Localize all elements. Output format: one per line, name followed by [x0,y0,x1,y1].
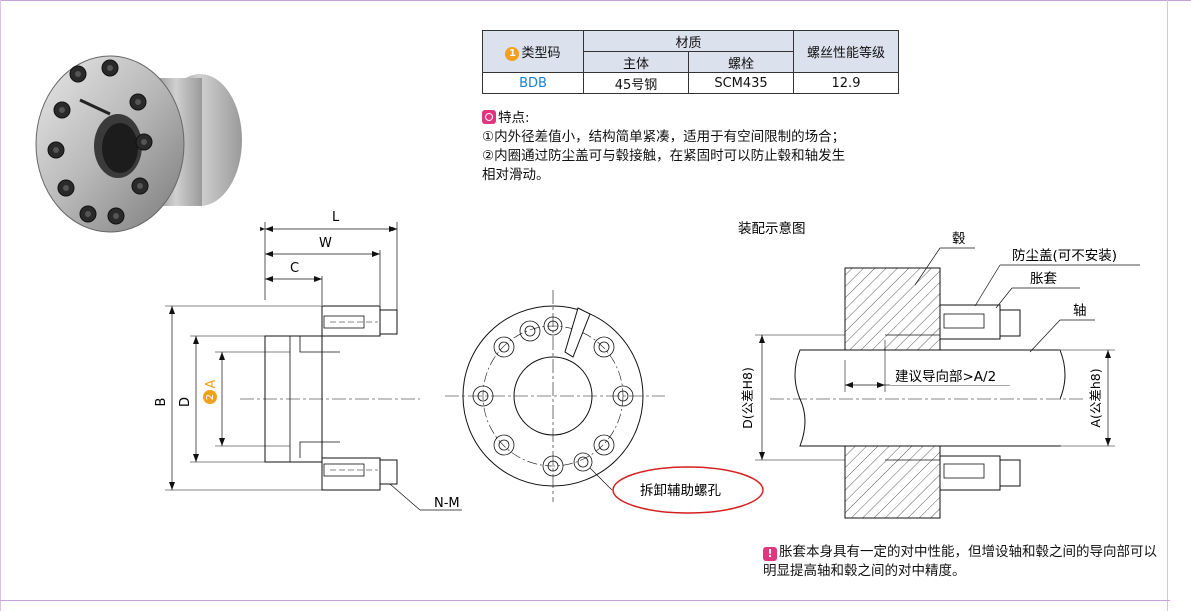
front-view [445,290,665,502]
number-1-badge: 1 [505,47,520,61]
shaft-label: 轴 [1073,303,1087,319]
header-grade: 螺丝性能等级 [793,30,899,73]
sleeve-label: 胀套 [1030,271,1058,287]
product-photo [35,55,242,233]
nm-label: N-M [434,496,460,511]
warning-icon: ! [763,547,777,561]
dim-A-label: A [204,379,219,388]
hub-label: 毂 [952,231,966,247]
note-block: !胀套本身具有一定的对中性能，但增设轴和毂之间的导向部可以明显提高轴和毂之间的对… [763,543,1163,581]
guide-label: 建议导向部>A/2 [895,369,996,385]
a-tolerance-label: A(公差h8) [1088,368,1103,427]
dust-cover-label: 防尘盖(可不安装) [1012,248,1117,264]
frame-top-border [0,0,1191,7]
cell-body: 45号钢 [583,72,689,94]
number-2-badge [203,390,217,404]
dim-C-label: C [290,261,299,276]
header-body: 主体 [583,51,689,73]
feature-line-1: ①内外径差值小，结构简单紧凑，适用于有空间限制的场合； [482,129,846,145]
table-row: BDB 45号钢 SCM435 12.9 [482,72,899,94]
cell-code: BDB [482,72,584,94]
side-view [165,222,462,511]
svg-text:2: 2 [205,394,216,400]
dim-L-label: L [332,210,340,225]
dim-D-label: D [178,397,193,407]
note-text: 胀套本身具有一定的对中性能，但增设轴和毂之间的导向部可以明显提高轴和毂之间的对中… [763,544,1157,579]
cell-bolt: SCM435 [688,72,794,94]
features-block: 特点: ①内外径差值小，结构简单紧凑，适用于有空间限制的场合； ②内圈通过防尘盖… [482,109,932,185]
feature-icon [482,110,496,124]
features-title: 特点: [498,110,530,126]
header-material: 材质 [583,30,794,52]
frame-left-border [0,0,1,611]
frame-right-border [1167,0,1168,611]
dim-W-label: W [319,236,332,251]
aux-hole-label: 拆卸辅助螺孔 [640,483,721,499]
cell-grade: 12.9 [793,72,899,94]
feature-line-2: ②内圈通过防尘盖可与毂接触，在紧固时可以防止毂和轴发生 [482,148,846,164]
d-tolerance-label: D(公差H8) [740,367,755,429]
frame-bottom-border [0,600,1170,601]
assembly-title: 装配示意图 [738,220,806,237]
aux-hole-callout [612,466,764,514]
feature-line-3: 相对滑动。 [482,167,550,183]
dim-B-label: B [154,398,169,407]
